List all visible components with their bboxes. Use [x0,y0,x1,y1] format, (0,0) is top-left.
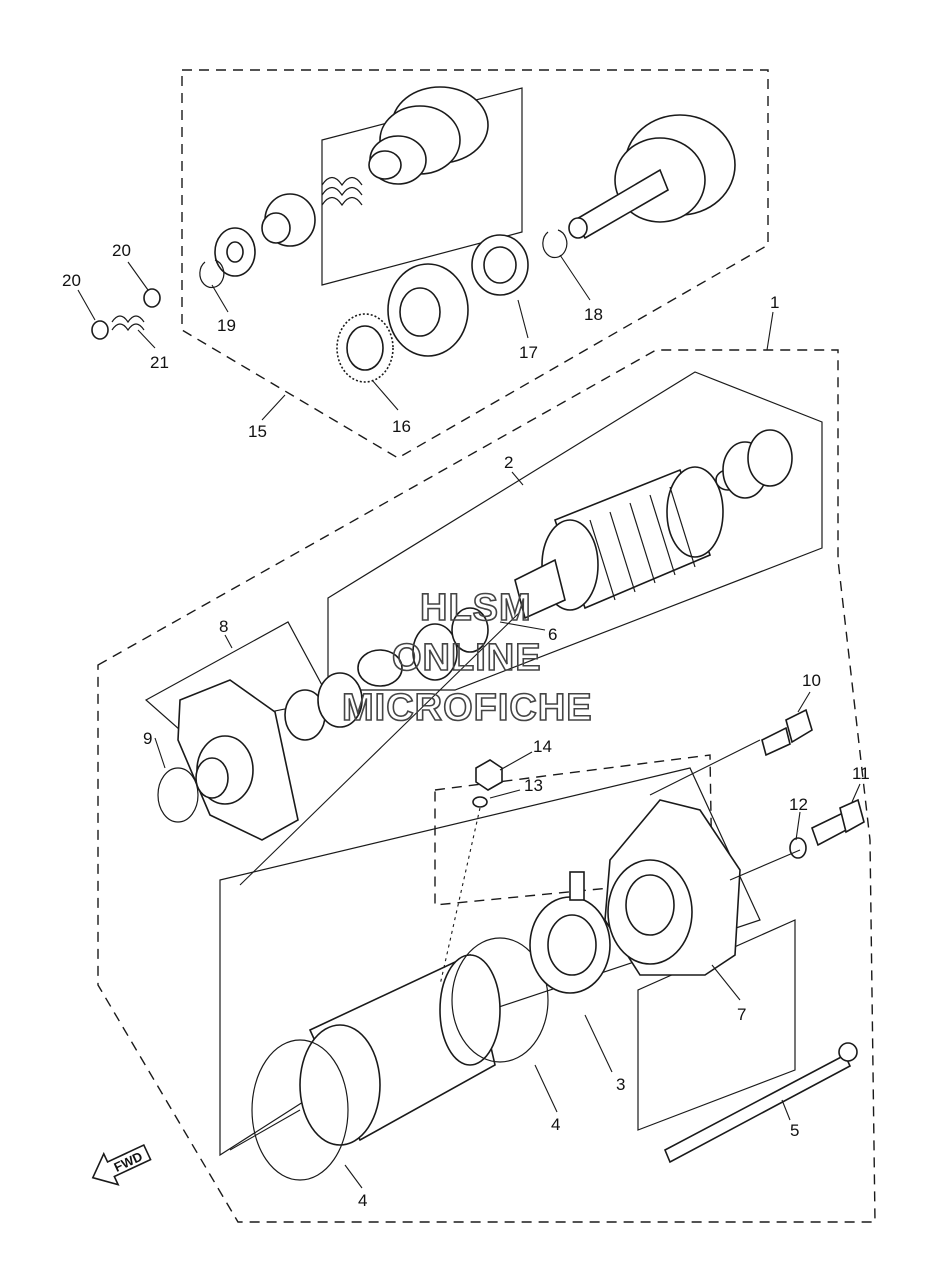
callout-7: 7 [737,1005,746,1024]
callout-9: 9 [143,729,152,748]
callout-20b: 20 [112,241,131,260]
callout-11: 11 [852,764,870,783]
oil-seal [284,672,363,741]
callout-4a: 4 [551,1115,560,1134]
retainer-plate-17 [471,234,529,296]
circlip-19 [199,259,225,289]
yoke-housing [299,953,501,1146]
callout-13: 13 [524,776,543,795]
callout-14: 14 [533,737,552,756]
callout-19: 19 [217,316,236,335]
bolt-10 [761,708,813,757]
watermark-line-3: MICROFICHE [342,687,593,729]
bolt-11 [811,798,865,847]
callout-8: 8 [219,617,228,636]
front-cover-8 [177,679,299,841]
clutch-group-outline [181,69,769,459]
o-ring-4a [251,1039,349,1181]
callout-17: 17 [519,343,538,362]
through-bolt-5 [663,1042,858,1164]
shims-armature [722,429,793,499]
brush-holder-3 [529,871,611,994]
nut-14 [475,759,503,791]
needle-bearing-16 [336,313,394,383]
forward-arrow-icon: FWD [91,1144,152,1186]
callout-1: 1 [770,293,779,312]
callout-20a: 20 [62,271,81,290]
lock-plate [357,649,403,687]
o-ring-9 [157,767,199,823]
callout-16: 16 [392,417,411,436]
callout-2: 2 [504,453,513,472]
washer-12 [789,837,807,859]
rear-cover-7 [604,799,741,976]
washer-13 [472,796,488,808]
washer-plate [214,227,256,277]
callout-6: 6 [548,625,557,644]
callout-12: 12 [789,795,808,814]
spring-small [321,176,363,207]
leader-lines [77,254,861,1189]
callout-4b: 4 [358,1191,367,1210]
callout-3: 3 [616,1075,625,1094]
callout-15: 15 [248,422,267,441]
washers-6 [412,607,489,681]
callout-21: 21 [150,353,169,372]
armature [514,466,741,620]
bearing-race [387,263,469,357]
pinion-gear [368,86,489,185]
spring-21 [91,288,161,340]
clutch-frame [321,87,523,286]
watermark-line-2: ONLINE [392,637,542,679]
watermark: HLSM ONLINE MICROFICHE [341,586,593,730]
callout-18: 18 [584,305,603,324]
clutch-housing-shaft [568,114,736,240]
circlip-18 [542,229,568,259]
spacer-collar [261,193,316,247]
o-ring-4b [451,937,549,1063]
callout-10: 10 [802,671,821,690]
callout-5: 5 [790,1121,799,1140]
starter-assembly-outline [97,349,876,1223]
watermark-line-1: HLSM [420,587,532,629]
bolt-frame [637,919,796,1131]
